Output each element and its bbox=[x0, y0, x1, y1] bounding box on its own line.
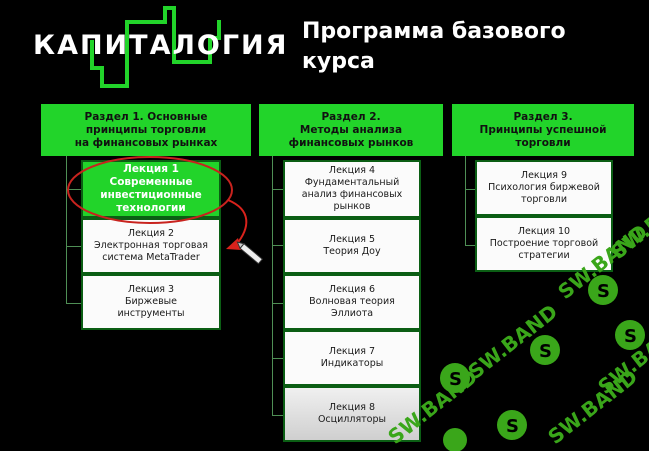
connector bbox=[272, 358, 284, 359]
svg-text:S: S bbox=[597, 281, 610, 302]
connector bbox=[66, 246, 82, 247]
section-1-tree-line bbox=[66, 156, 67, 304]
lecture-9[interactable]: Лекция 9 Психология биржевой торговли bbox=[475, 160, 613, 216]
section-3-tree-line bbox=[465, 156, 466, 246]
connector bbox=[272, 415, 284, 416]
svg-text:SW.BAND: SW.BAND bbox=[543, 364, 642, 448]
svg-text:S: S bbox=[624, 326, 637, 347]
svg-text:SW.BAND: SW.BAND bbox=[463, 299, 562, 383]
arrow-curve bbox=[227, 199, 248, 246]
lecture-2[interactable]: Лекция 2 Электронная торговая система Me… bbox=[81, 218, 221, 274]
lecture-5[interactable]: Лекция 5 Теория Доу bbox=[283, 218, 421, 274]
section-1-header: Раздел 1. Основные принципы торговли на … bbox=[41, 104, 251, 156]
lecture-1[interactable]: Лекция 1 Современные инвестиционные техн… bbox=[81, 160, 221, 218]
connector bbox=[465, 189, 477, 190]
lecture-3[interactable]: Лекция 3 Биржевые инструменты bbox=[81, 274, 221, 330]
section-3-header: Раздел 3. Принципы успешной торговли bbox=[452, 104, 634, 156]
svg-text:S: S bbox=[539, 341, 552, 362]
page-title: Программа базового курса bbox=[302, 19, 566, 74]
lecture-7[interactable]: Лекция 7 Индикаторы bbox=[283, 330, 421, 386]
connector bbox=[272, 303, 284, 304]
section-2-header: Раздел 2. Методы анализа финансовых рынк… bbox=[259, 104, 443, 156]
arrow-head-icon bbox=[226, 238, 241, 250]
lecture-8[interactable]: Лекция 8 Осцилляторы bbox=[283, 386, 421, 442]
svg-text:S: S bbox=[449, 369, 462, 390]
pen-icon bbox=[236, 241, 264, 265]
section-2-tree-line bbox=[272, 156, 273, 416]
lecture-4[interactable]: Лекция 4 Фундаментальный анализ финансов… bbox=[283, 160, 421, 218]
lecture-6[interactable]: Лекция 6 Волновая теория Эллиота bbox=[283, 274, 421, 330]
lecture-10[interactable]: Лекция 10 Построение торговой стратегии bbox=[475, 216, 613, 272]
connector bbox=[272, 245, 284, 246]
connector bbox=[66, 303, 82, 304]
logo-graphic bbox=[90, 6, 221, 88]
connector bbox=[272, 189, 284, 190]
svg-text:S: S bbox=[506, 416, 519, 437]
connector bbox=[465, 245, 477, 246]
svg-text:SW.BAND: SW.BAND bbox=[593, 314, 649, 398]
connector bbox=[66, 189, 82, 190]
brand-logo: КАПИТАЛОГИЯ bbox=[33, 30, 289, 61]
